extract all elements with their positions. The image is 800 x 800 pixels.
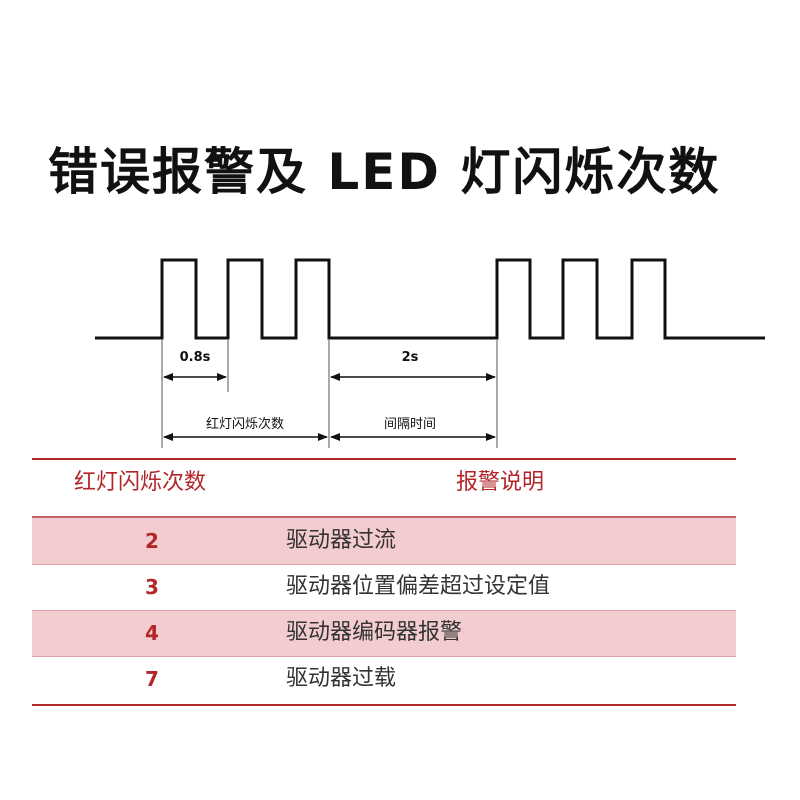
blink-count-label: 红灯闪烁次数 <box>206 416 284 432</box>
row-divider <box>32 656 736 657</box>
row-code: 2 <box>145 529 159 553</box>
table-top-border <box>32 458 736 460</box>
table-row: 4 驱动器编码器报警 <box>32 610 736 656</box>
row-desc: 驱动器过流 <box>286 528 397 553</box>
row-code: 3 <box>145 575 159 599</box>
interval-time-label: 间隔时间 <box>384 417 436 432</box>
row-desc: 驱动器编码器报警 <box>286 620 463 645</box>
row-desc: 驱动器过载 <box>286 666 397 691</box>
row-divider <box>32 610 736 611</box>
table-row: 7 驱动器过载 <box>32 656 736 702</box>
pulse-waveform <box>95 258 765 340</box>
page-title: 错误报警及 LED 灯闪烁次数 <box>48 143 721 201</box>
row-code: 4 <box>145 621 159 645</box>
table-row: 3 驱动器位置偏差超过设定值 <box>32 564 736 610</box>
header-bottom-border <box>32 516 736 518</box>
row-desc: 驱动器位置偏差超过设定值 <box>286 574 551 599</box>
interval-label: 2s <box>402 350 419 365</box>
row-divider <box>32 564 736 565</box>
pulse-width-label: 0.8s <box>180 350 211 365</box>
row-code: 7 <box>145 667 159 691</box>
blink-timing-diagram: 0.8s 2s 红灯闪烁次数 间隔时间 <box>95 258 765 448</box>
header-alarm-desc: 报警说明 <box>456 470 545 495</box>
table-row: 2 驱动器过流 <box>32 518 736 564</box>
header-blink-count: 红灯闪烁次数 <box>74 470 207 495</box>
table-bottom-border <box>32 704 736 706</box>
